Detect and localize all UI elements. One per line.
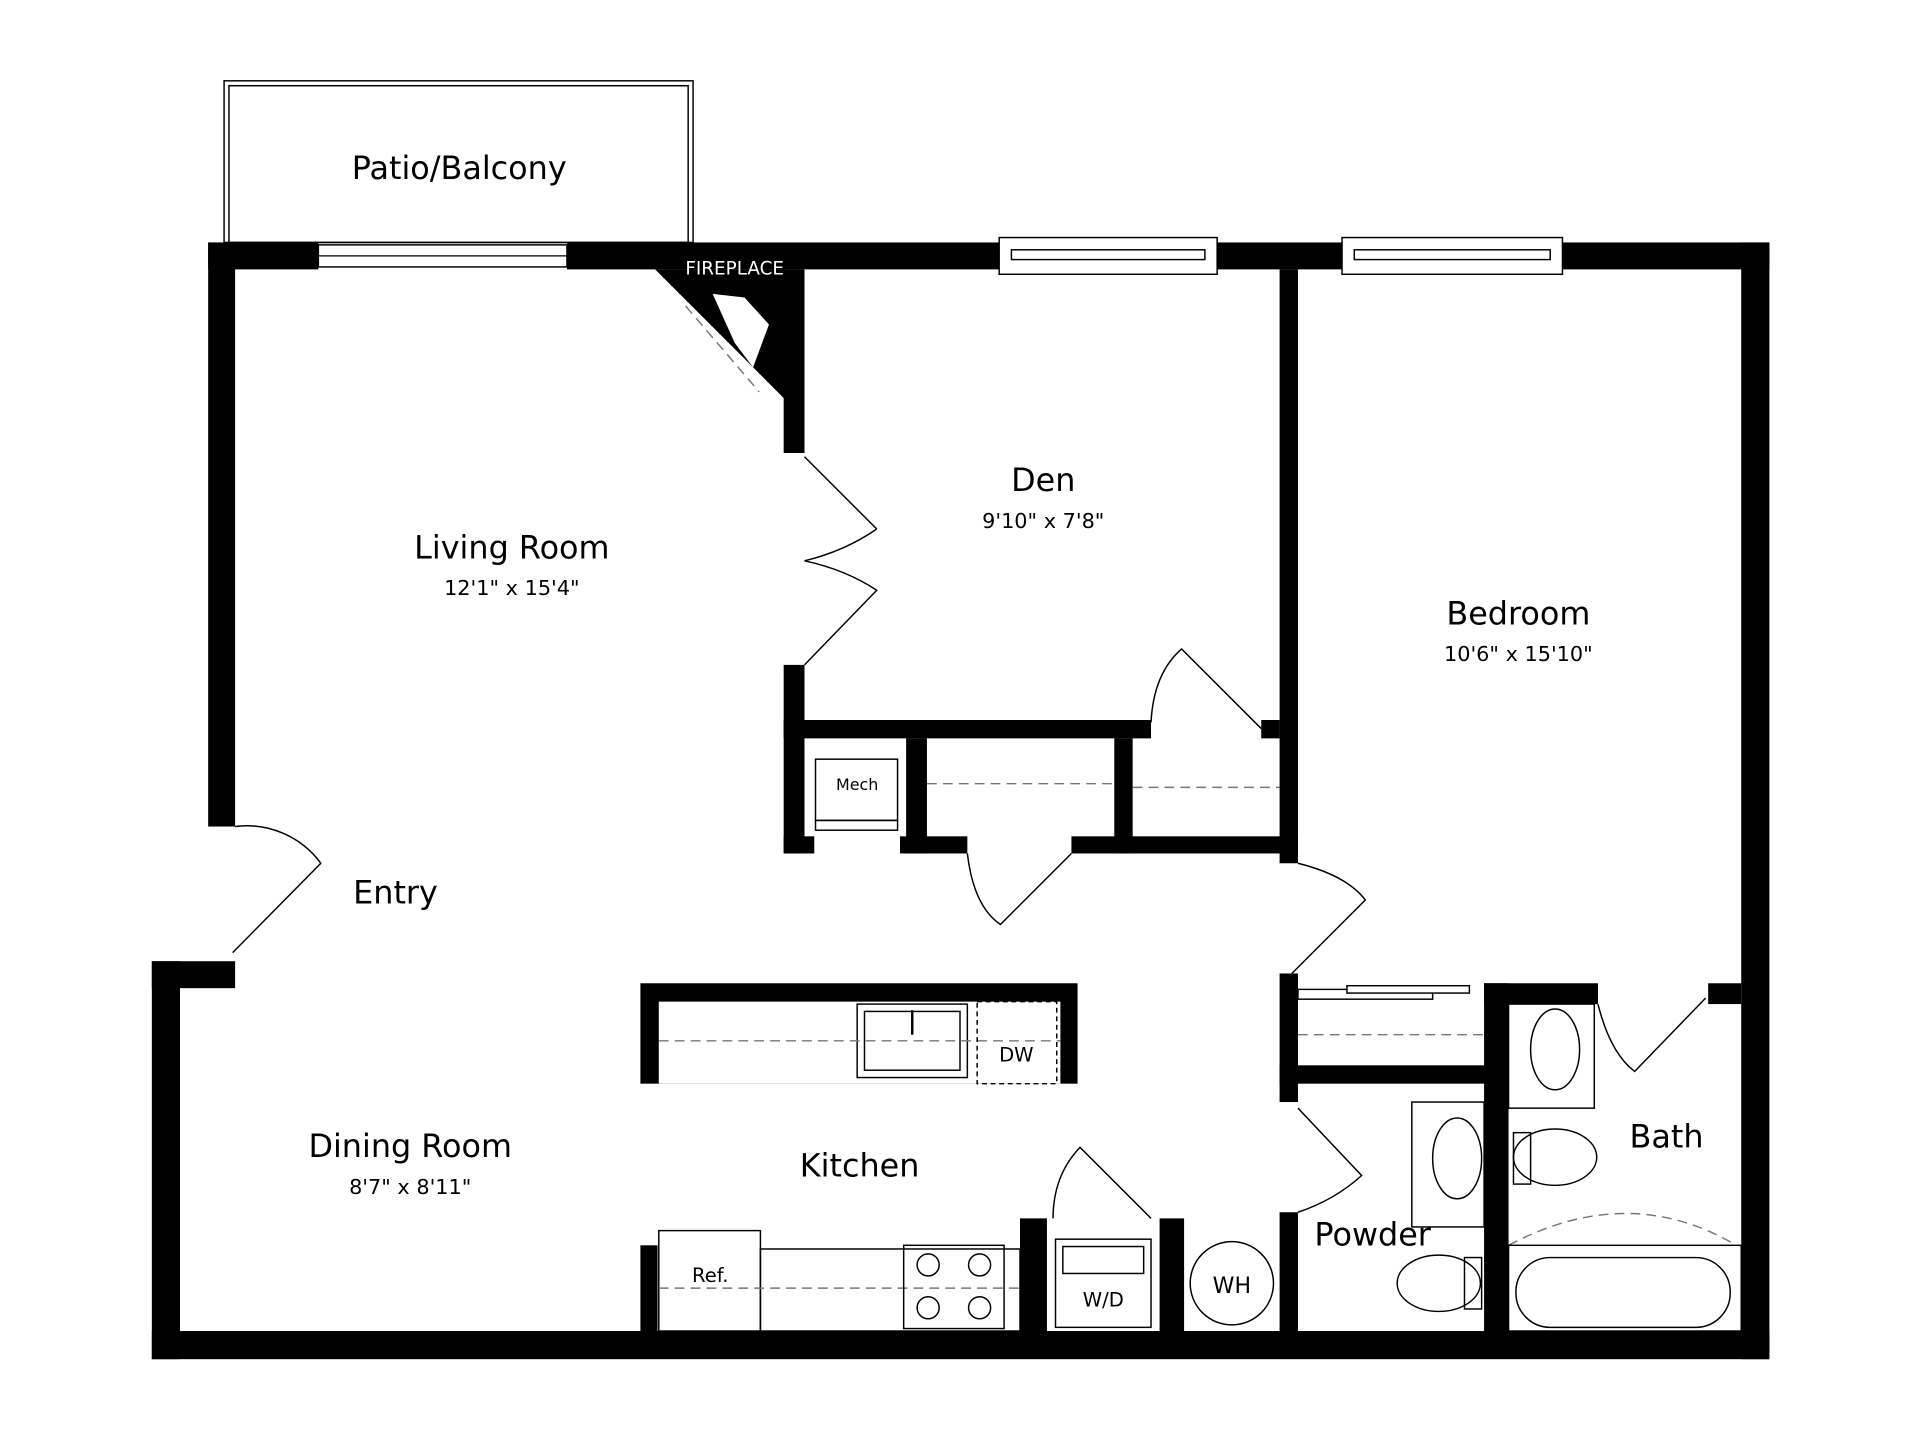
dining-room-dimensions: 8'7" x 8'11" [349,1175,471,1199]
patio-balcony [223,80,694,244]
room-labels: Patio/Balcony Living Room 12'1" x 15'4" … [308,149,1703,1254]
entry-label: Entry [353,874,438,912]
kitchen-island: DW [640,983,1078,1085]
kitchen-label: Kitchen [800,1147,920,1185]
bath-label: Bath [1630,1117,1704,1155]
bedroom-label: Bedroom [1446,594,1590,632]
bath-fixtures [1396,1003,1742,1332]
fireplace: FIREPLACE [655,258,805,454]
refrigerator-label: Ref. [692,1264,728,1287]
powder-label: Powder [1314,1215,1431,1253]
living-room-dimensions: 12'1" x 15'4" [444,576,580,600]
exterior-walls [151,242,1770,1360]
dining-room-label: Dining Room [308,1127,512,1165]
bedroom-dimensions: 10'6" x 15'10" [1444,642,1593,666]
closets: Mech [814,758,1280,831]
patio-label: Patio/Balcony [352,149,567,187]
interior-walls [640,269,1742,1332]
doors [232,456,1707,1219]
living-room-label: Living Room [414,528,609,566]
dishwasher-label: DW [999,1044,1033,1067]
windows [317,236,1564,276]
kitchen-counter: Ref. [658,1229,1021,1332]
stove-icon [902,1244,1005,1330]
washer-dryer-label: W/D [1083,1289,1124,1312]
water-heater-label: WH [1213,1274,1251,1299]
mech-label: Mech [836,775,878,794]
den-dimensions: 9'10" x 7'8" [982,509,1104,533]
fireplace-label: FIREPLACE [685,258,784,279]
den-label: Den [1011,461,1075,499]
laundry: W/D WH [1054,1238,1275,1329]
